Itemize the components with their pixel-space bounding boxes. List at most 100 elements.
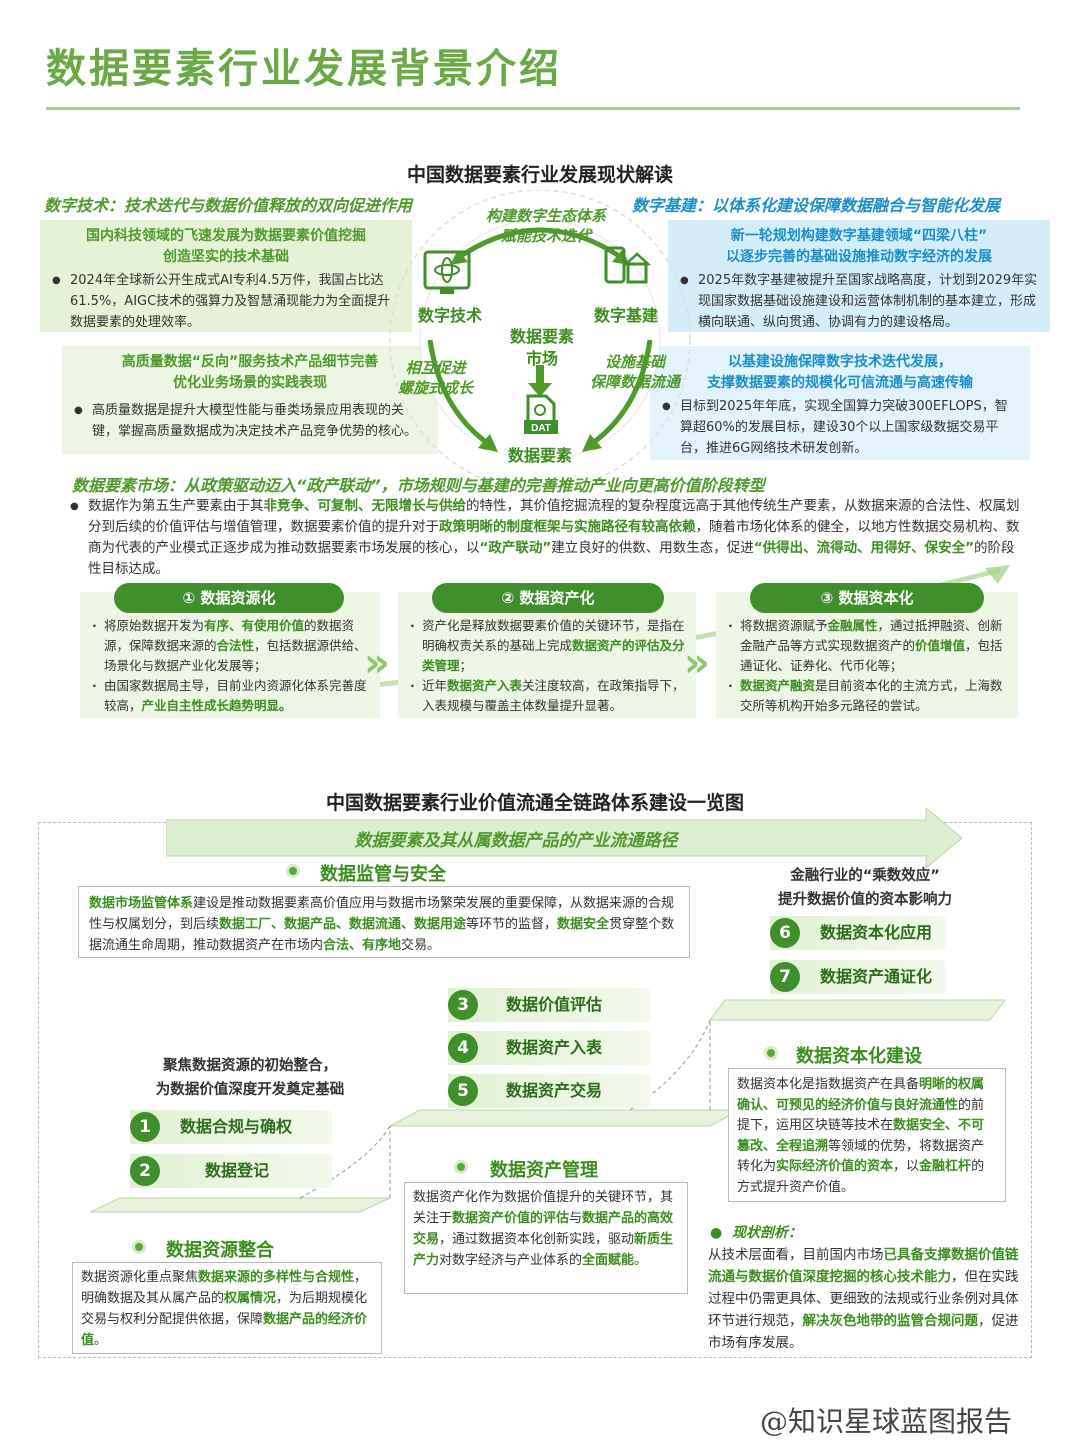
- arrowhead: [582, 434, 602, 452]
- right-arc-label-line: 设施基础: [605, 353, 666, 371]
- top-arc-arrow: [453, 227, 627, 263]
- arrowhead: [528, 383, 552, 397]
- finance-note-line: 金融行业的“乘数效应”: [790, 868, 940, 884]
- text-run: 的阶段性目标达成。: [88, 540, 1015, 577]
- step-number: 7: [770, 962, 800, 992]
- stage-pill-resource: ① 数据资源化: [114, 583, 344, 613]
- capital-text: 数据资本化是指数据资产在具备明晰的权属确认、可预见的经济价值与良好流通性的前提下…: [728, 1068, 1006, 1202]
- step-number: 6: [770, 918, 800, 948]
- status-text: 从技术层面看，目前国内市场已具备支撑数据价值链流通与数据价值深度挖掘的核心技术能…: [708, 1247, 1019, 1351]
- step-number: 1: [130, 1112, 160, 1142]
- capital-heading: 数据资本化建设: [796, 1046, 922, 1067]
- box-bullet: 2024年全球新公开生成式AI专利4.5万件，我国占比达61.5%，AIGC技术…: [52, 270, 400, 333]
- right-arc-arrow: [588, 339, 653, 448]
- step-3: 3 数据价值评估: [448, 988, 650, 1022]
- box-heading: 创造坚实的技术基础: [163, 249, 289, 265]
- step-number: 2: [130, 1156, 160, 1186]
- infra-planning-box: 新一轮规划构建数字基建领域“四梁八柱” 以逐步完善的基础设施推动数字经济的发展 …: [668, 220, 1050, 332]
- focus-note-line: 为数据价值深度开发奠定基础: [155, 1082, 345, 1098]
- stage-bullet: 数据资产融资是目前资本化的主流方式，上海数交所等机构开始多元路径的尝试。: [726, 676, 1008, 716]
- digital-tech-heading: 数字技术：技术迭代与数据价值释放的双向促进作用: [44, 196, 413, 215]
- step-label: 数据资产交易: [506, 1081, 603, 1100]
- stage-pill-capital: ③ 数据资本化: [750, 583, 984, 613]
- highlight: “政产联动”: [479, 540, 552, 556]
- left-arc-label: 相互促进 螺旋式成长: [398, 358, 473, 398]
- step-label: 数据登记: [205, 1161, 270, 1180]
- status-heading-text: 现状剖析：: [731, 1225, 802, 1241]
- step-label: 数据资产通证化: [820, 967, 933, 986]
- node-digital-infra: 数字基建: [594, 306, 659, 325]
- step-label: 数据价值评估: [506, 995, 603, 1014]
- box-heading: 新一轮规划构建数字基建领域“四梁八柱”: [730, 228, 988, 244]
- asset-text: 数据资产化作为数据价值提升的关键环节，其关注于数据资产价值的评估与数据产品的高效…: [404, 1182, 688, 1294]
- right-arc-label-line: 保障数据流通: [590, 373, 681, 391]
- focus-note-line: 聚焦数据资源的初始整合，: [163, 1058, 337, 1074]
- right-arc-label: 设施基础 保障数据流通: [590, 352, 680, 392]
- section2-title: 中国数据要素行业价值流通全链路体系建设一览图: [325, 792, 744, 814]
- step-6: 6 数据资本化应用: [770, 916, 946, 950]
- chevron-right-icon: »: [684, 640, 710, 686]
- arrowhead: [450, 250, 468, 265]
- supervision-heading: 数据监管与安全: [320, 864, 446, 885]
- stage-bullet: 资产化是释放数据要素价值的关键环节，是指在明确权责关系的基础上完成数据资产的评估…: [408, 616, 686, 676]
- box-heading: 高质量数据“反向”服务技术产品细节完善: [121, 354, 379, 370]
- chevron-right-icon: »: [364, 640, 390, 686]
- section-dot-icon: [454, 1160, 468, 1174]
- highlight: “供得出、流得动、用得好、保安全”: [753, 540, 974, 556]
- resource-text: 数据资源化重点聚焦数据来源的多样性与合规性，明确数据及其从属产品的权属情况，为后…: [72, 1262, 382, 1354]
- step-label: 数据资本化应用: [820, 923, 933, 942]
- section-dot-icon: [764, 1046, 778, 1060]
- dat-label: DAT: [531, 423, 551, 434]
- highlight: 非竞争、可复制、无限增长与供给: [263, 498, 467, 514]
- section-dot-icon: [132, 1240, 146, 1254]
- step-7: 7 数据资产通证化: [770, 960, 946, 994]
- infra-target-box: 以基建设施保障数字技术迭代发展， 支撑数据要素的规模化可信流通与高速传输 目标到…: [650, 346, 1030, 460]
- outer-ring: [389, 190, 691, 480]
- center-market-label: 数据要素 市场: [500, 326, 584, 370]
- stage-bullet: 将原始数据开发为有序、有使用价值的数据资源，保障数据来源的合法性，包括数据源供给…: [90, 616, 370, 676]
- step-label: 数据合规与确权: [180, 1117, 293, 1136]
- stage-bullet: 将数据资源赋予金融属性，通过抵押融资、创新金融产品等方式实现数据资产的价值增值，…: [726, 616, 1008, 676]
- node-digital-tech: 数字技术: [418, 306, 483, 325]
- staircase-platforms: [90, 999, 1006, 1213]
- top-arc-label-line: 赋能技术迭代: [500, 227, 591, 245]
- stage-bullet: 由国家数据局主导，目前业内资源化体系完善度较高，产业自主性成长趋势明显。: [90, 676, 370, 716]
- center-label-line: 数据要素: [509, 327, 574, 346]
- section-dot-icon: [286, 864, 300, 878]
- box-heading: 以基建设施保障数字技术迭代发展，: [728, 354, 952, 370]
- text-run: 数据作为第五生产要素由于其: [88, 498, 264, 514]
- asset-heading: 数据资产管理: [490, 1160, 598, 1181]
- ecosystem-cycle-diagram: DAT: [389, 190, 691, 480]
- step-1: 1 数据合规与确权: [130, 1110, 332, 1144]
- text-run: 的特性，其价值挖掘流程的复杂程度远高于其他传统生产要素，从数据来源的合法性、权属…: [88, 498, 1020, 535]
- tech-foundation-box: 国内科技领域的飞速发展为数据要素价值挖掘 创造坚实的技术基础 2024年全球新公…: [40, 220, 412, 332]
- left-arc-arrow: [427, 339, 492, 448]
- top-arc-label-line: 构建数字生态体系: [485, 207, 606, 225]
- page-title: 数据要素行业发展背景介绍: [46, 46, 562, 92]
- left-arc-label-line: 相互促进: [405, 359, 466, 377]
- stage-asset: 资产化是释放数据要素价值的关键环节，是指在明确权责关系的基础上完成数据资产的评估…: [398, 592, 696, 718]
- box-heading: 支撑数据要素的规模化可信流通与高速传输: [707, 375, 973, 391]
- node-data-element: 数据要素: [508, 446, 573, 465]
- quality-data-box: 高质量数据“反向”服务技术产品细节完善 优化业务场景的实践表现 高质量数据是提升…: [62, 346, 438, 454]
- step-2: 2 数据登记: [130, 1154, 332, 1188]
- supervision-text: 数据市场监管体系建设是推动数据要素高价值应用与数据市场繁荣发展的重要保障，从数据…: [78, 886, 690, 958]
- step-4: 4 数据资产入表: [448, 1031, 650, 1065]
- step-label: 数据资产入表: [506, 1038, 603, 1057]
- box-heading: 国内科技领域的飞速发展为数据要素价值挖掘: [86, 228, 366, 244]
- step-5: 5 数据资产交易: [448, 1074, 650, 1108]
- step-number: 5: [448, 1076, 478, 1106]
- text-run: ，随着市场化体系的健全，以地方性数据交易机构、数商为代表的产业模式正逐步成为推动…: [88, 519, 1020, 556]
- flow-path-label: 数据要素及其从属数据产品的产业流通路径: [354, 831, 678, 851]
- title-divider: [46, 107, 1020, 110]
- stage-capital: 将数据资源赋予金融属性，通过抵押融资、创新金融产品等方式实现数据资产的价值增值，…: [716, 592, 1018, 718]
- bullet-dot-icon: ●: [710, 1225, 723, 1241]
- center-label-line: 市场: [525, 349, 558, 368]
- digital-infra-heading: 数字基建：以体系化建设保障数据融合与智能化发展: [632, 196, 1001, 215]
- arrowhead: [478, 434, 498, 452]
- focus-note: 聚焦数据资源的初始整合， 为数据价值深度开发奠定基础: [120, 1054, 380, 1102]
- status-heading: ● 现状剖析：: [710, 1222, 802, 1242]
- finance-note: 金融行业的“乘数效应” 提升数据价值的资本影响力: [760, 864, 970, 912]
- text-run: 建立良好的供数、用数生态，促进: [551, 540, 754, 556]
- box-bullet: 2025年数字基建被提升至国家战略高度，计划到2029年实现国家数据基础设施建设…: [680, 270, 1038, 333]
